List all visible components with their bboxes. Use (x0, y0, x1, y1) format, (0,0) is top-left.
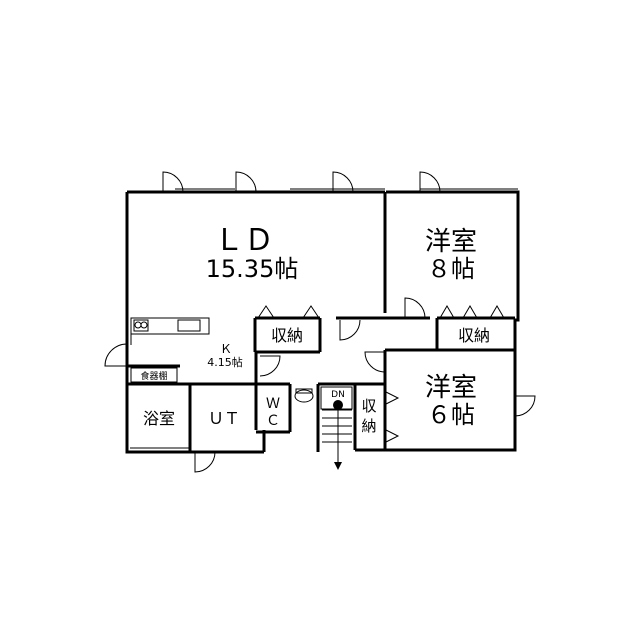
exterior-walls (125, 190, 520, 454)
wc-label-c: Ｃ (266, 413, 280, 429)
storage-label-ld: 収納 (271, 326, 303, 345)
storage-label-stairs-1: 収 (361, 397, 376, 415)
kitchen-counter (130, 317, 210, 345)
storage-markers (257, 305, 505, 443)
utility-label: ＵＴ (208, 409, 240, 428)
wc-label-w: Ｗ (266, 396, 280, 412)
storage-label-stairs-2: 納 (361, 417, 376, 435)
dish-cabinet-label: 食器棚 (140, 370, 167, 382)
interior-walls (127, 316, 515, 452)
western-room-8-size: ８帖 (427, 255, 475, 283)
kitchen-size: 4.15帖 (207, 356, 243, 369)
storage-label-room8: 収納 (458, 326, 490, 345)
kitchen-label: Ｋ (220, 342, 232, 356)
toilet-fixture (294, 388, 314, 403)
western-room-6-size: ６帖 (427, 401, 475, 429)
balcony-doors (162, 171, 441, 193)
dish-cabinet-box (130, 367, 178, 383)
ld-size: 15.35帖 (206, 255, 299, 283)
western-room-6-label: 洋室 (425, 373, 477, 403)
stair-down-label: DN (331, 390, 345, 400)
interior-doors (104, 297, 536, 473)
western-room-8-label: 洋室 (425, 227, 477, 257)
bath-label: 浴室 (143, 409, 175, 428)
staircase (320, 386, 353, 470)
ld-label: ＬＤ (214, 223, 274, 258)
